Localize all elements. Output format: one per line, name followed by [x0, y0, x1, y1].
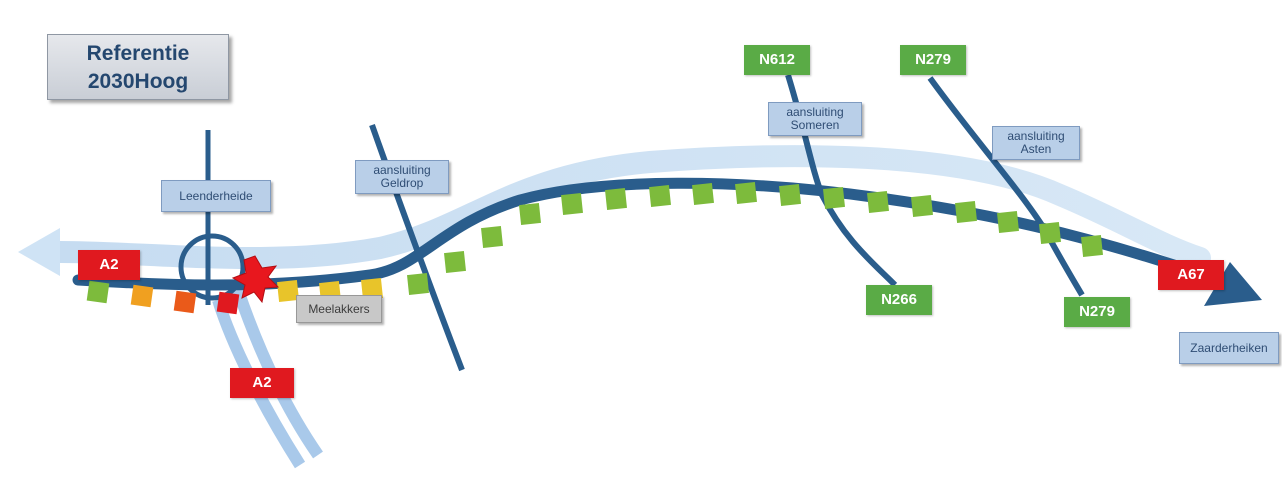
congestion-marker-green: [735, 182, 757, 204]
congestion-marker-yellow: [361, 278, 383, 300]
westbound-arrow-head: [18, 228, 60, 276]
label-leenderheide: Leenderheide: [161, 180, 271, 212]
westbound-carriageway: [49, 145, 1211, 270]
congestion-marker-green: [407, 273, 429, 295]
congestion-marker-green: [823, 187, 845, 209]
scenario-title-line1: Referentie: [86, 42, 190, 65]
leenderheide-roundabout: [178, 233, 246, 301]
label-meelakkers: Meelakkers: [296, 295, 382, 323]
label-aansluiting-geldrop: aansluiting Geldrop: [355, 160, 449, 194]
label-aansluiting-asten: aansluiting Asten: [992, 126, 1080, 160]
congestion-marker-green: [911, 195, 933, 217]
badge-a2-west: A2: [78, 250, 140, 280]
congestion-marker-green: [444, 251, 466, 273]
congestion-marker-green: [997, 211, 1019, 233]
congestion-marker-green: [605, 188, 627, 210]
badge-a67-east: A67: [1158, 260, 1224, 290]
badge-n612: N612: [744, 45, 810, 75]
congestion-marker-green: [649, 185, 671, 207]
congestion-marker-green: [955, 201, 977, 223]
congestion-markers: [86, 182, 1103, 315]
scenario-title-line2: 2030Hoog: [87, 70, 189, 93]
congestion-marker-green: [481, 226, 503, 248]
eastbound-arrow-head: [1204, 262, 1262, 306]
badge-n279-north: N279: [900, 45, 966, 75]
congestion-marker-green: [1039, 222, 1061, 244]
badge-n266: N266: [866, 285, 932, 315]
congestion-marker-yellow: [277, 280, 299, 302]
congestion-marker-green: [519, 203, 541, 225]
congestion-marker-red-orange: [173, 290, 197, 314]
incident-icon: [231, 255, 280, 304]
congestion-marker-green: [779, 184, 801, 206]
congestion-marker-orange: [130, 284, 154, 308]
scenario-title: Referentie 2030Hoog: [47, 34, 229, 100]
congestion-marker-green: [692, 183, 714, 205]
congestion-marker-red: [216, 291, 240, 315]
badge-a2-south: A2: [230, 368, 294, 398]
label-zaarderheiken: Zaarderheiken: [1179, 332, 1279, 364]
badge-n279-south: N279: [1064, 297, 1130, 327]
congestion-marker-green: [1081, 235, 1103, 257]
label-aansluiting-someren: aansluiting Someren: [768, 102, 862, 136]
n279-road: [927, 76, 1085, 297]
geldrop-cross-road: [369, 123, 465, 372]
congestion-marker-green: [86, 280, 110, 304]
congestion-marker-green: [867, 191, 889, 213]
congestion-marker-green: [561, 193, 583, 215]
